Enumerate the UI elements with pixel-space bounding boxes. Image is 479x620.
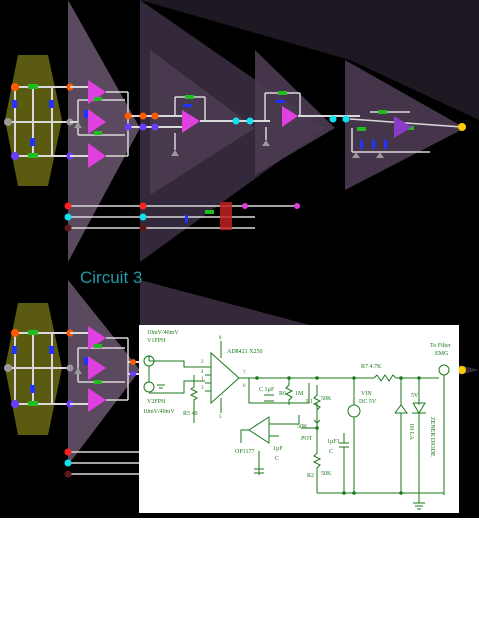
r1-label: R1 [306,399,313,405]
input-bottom-name: V2FPH [147,399,166,405]
amplifier-schematic: 10mV/40mV V1FPH V2FPH 10mV/40mV AD8421 X… [139,325,459,513]
c-bottom-value: 1µF [273,446,283,452]
electrode-array-top [4,55,74,186]
r7-label: R7 4.7K [361,364,382,370]
zener-voltage: 5V [411,393,419,399]
pin-2: 2 [201,360,204,365]
pin-5: 5 [219,415,222,420]
vin-value: DC 5V [359,399,377,405]
section-label: Circuit 3 [80,268,143,287]
output-node-bottom [458,366,466,374]
r6-value: 1M [295,391,304,397]
pin-3: 3 [201,386,204,391]
pot-label: POT [301,436,313,442]
electrode-array-bottom [4,303,74,435]
pin-4: 4 [201,370,204,375]
input-top-range: 10mV/40mV [147,330,179,336]
c1-label: C [329,449,333,455]
r6-label: R6 [279,391,286,397]
output-label-1: To Filter [430,343,451,349]
pin-6: 6 [243,384,246,389]
r2-label: R2 [307,473,314,479]
led-label: 1H LA [408,423,414,440]
stage-3-top [262,91,360,146]
r2-value: 50K [321,471,332,477]
opamp-label: OP1177 [235,449,254,455]
c1-value: 1µF1 [327,439,340,445]
preamp-stage-bottom [70,326,139,412]
circuit-canvas: Circuit 3 [0,0,479,518]
c-top-label: C 1µF [259,387,275,393]
input-bottom-range: 10mV/40mV [143,409,175,415]
stage-triangles-top [68,0,479,262]
bus-top [124,112,182,131]
zener-label: ZENER DIODE [429,417,435,457]
pin-8: 8 [219,336,222,341]
amp-label: AD8421 X250 [227,349,263,355]
stage-2-top [171,95,270,156]
preamp-stage-top [70,80,129,168]
r5-label: R5 40 [183,411,198,417]
r1-value: 50K [321,396,332,402]
c-bottom-label: C [275,456,279,462]
blank-area [0,518,479,620]
pin-1: 1 [201,377,204,382]
pot-value: 50K [297,424,308,430]
schematic-drawing: 10mV/40mV V1FPH V2FPH 10mV/40mV AD8421 X… [143,330,451,510]
output-label-2: EMG [435,351,449,357]
pin-7: 7 [243,371,246,376]
reference-bus-top [64,202,300,232]
reference-bus-bottom [64,448,139,478]
vin-label: VIN [361,391,372,397]
input-top-name: V1FPH [147,338,166,344]
stage-4-top [349,110,466,158]
